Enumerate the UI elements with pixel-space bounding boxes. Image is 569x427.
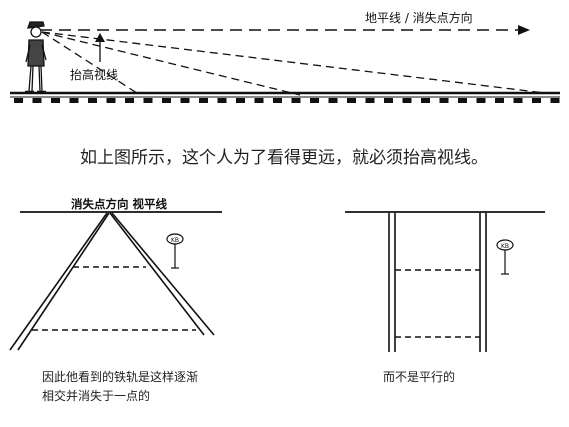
track-tie <box>106 98 116 103</box>
track-tie <box>310 98 319 103</box>
left-note-line-1: 因此他看到的铁轨是这样逐渐 <box>42 370 199 384</box>
track-tie <box>51 98 60 103</box>
track-tie <box>14 98 23 103</box>
track-tie <box>347 98 356 103</box>
right-sign-text: KB <box>501 243 509 250</box>
left-note: 因此他看到的铁轨是这样逐渐 相交并消失于一点的 <box>42 368 198 406</box>
track-tie <box>32 98 42 103</box>
left-header: 消失点方向 视平线 <box>71 197 168 211</box>
left-rail-outer <box>9 212 108 351</box>
track-tie <box>476 98 486 103</box>
track-tie <box>180 98 190 103</box>
track-tie <box>88 98 97 103</box>
left-rail-inner <box>17 212 110 351</box>
raise-label: 抬高视线 <box>70 67 118 82</box>
track-tie <box>162 98 171 103</box>
horizon-label: 地平线 / 消失点方向 <box>365 10 473 25</box>
railway-track-side <box>10 91 560 103</box>
right-note: 而不是平行的 <box>383 370 456 384</box>
track-tie <box>495 98 504 103</box>
track-tie <box>236 98 245 103</box>
track-tie <box>365 98 375 103</box>
right-rail-inner <box>111 212 215 336</box>
track-tie <box>402 98 412 103</box>
track-tie <box>439 98 449 103</box>
sight-line-mid <box>41 31 301 96</box>
right-figure: KB <box>345 211 545 352</box>
top-figure: 地平线 / 消失点方向 抬高视线 <box>10 10 560 103</box>
track-tie <box>254 98 264 103</box>
main-caption: 如上图所示，这个人为了看得更远，就必须抬高视线。 <box>80 148 488 168</box>
track-tie <box>421 98 430 103</box>
sight-line-near <box>41 31 141 96</box>
left-figure: 消失点方向 视平线 KB <box>9 197 222 351</box>
track-tie <box>273 98 282 103</box>
track-tie <box>550 98 560 103</box>
right-signpost: KB <box>496 239 514 275</box>
raise-arrowhead <box>95 33 105 42</box>
left-signpost: KB <box>166 233 184 269</box>
track-tie <box>532 98 541 103</box>
left-note-line-2: 相交并消失于一点的 <box>42 389 151 403</box>
right-rail-outer <box>109 212 205 336</box>
sight-line-far <box>41 31 546 94</box>
track-tie <box>125 98 134 103</box>
track-tie <box>458 98 467 103</box>
track-tie <box>384 98 393 103</box>
track-tie <box>69 98 79 103</box>
left-sign-text: KB <box>171 237 179 244</box>
horizon-arrowhead <box>518 25 530 35</box>
track-tie <box>328 98 338 103</box>
track-tie <box>217 98 227 103</box>
track-tie <box>199 98 208 103</box>
track-tie <box>143 98 153 103</box>
track-tie <box>291 98 301 103</box>
track-tie <box>513 98 523 103</box>
